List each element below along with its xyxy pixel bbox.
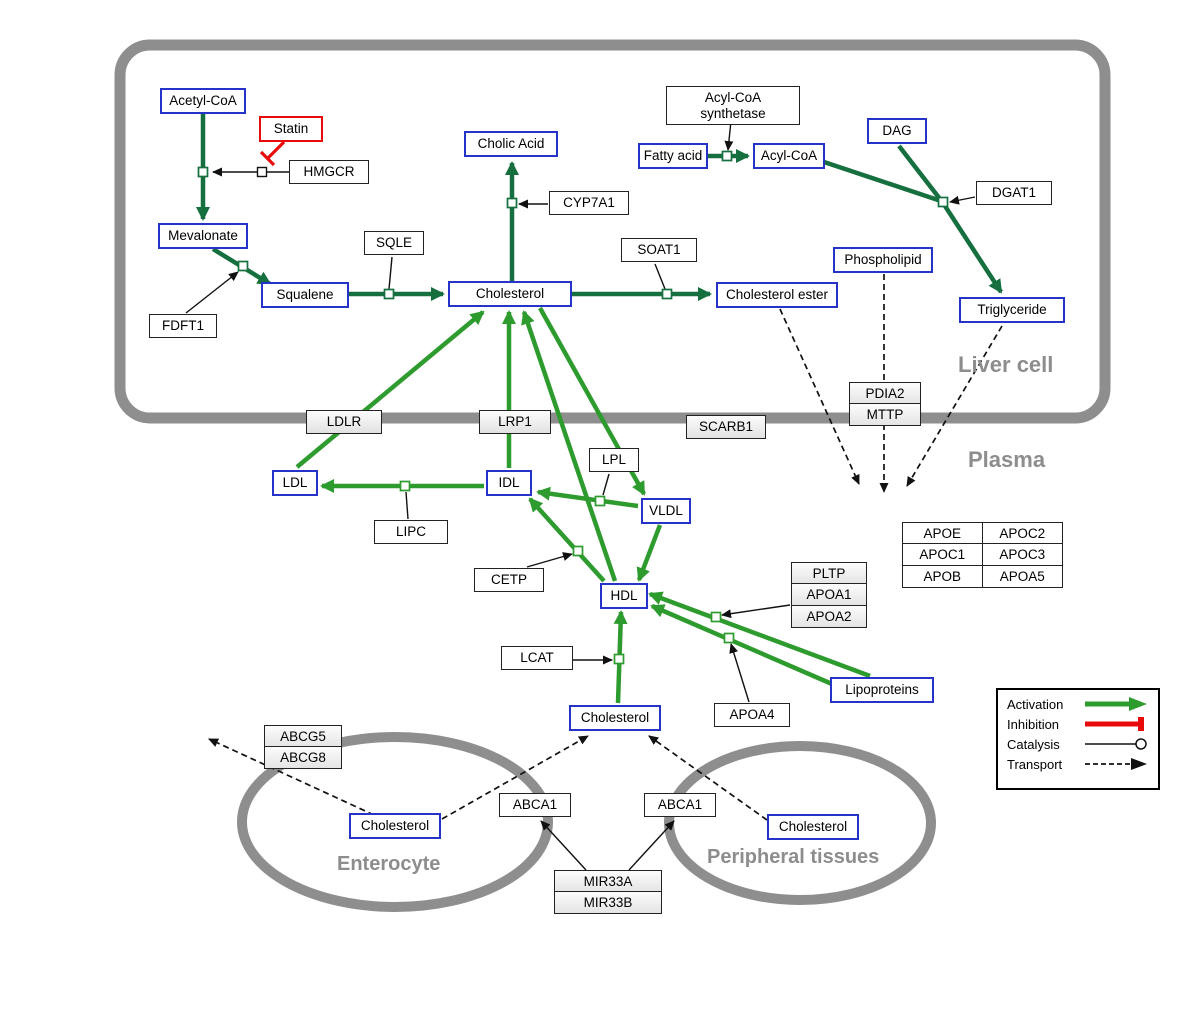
statin-inhibition-edge	[259, 140, 286, 167]
node-cholesterol-enterocyte[interactable]: Cholesterol	[349, 813, 441, 839]
node-acetyl-coa[interactable]: Acetyl-CoA	[160, 88, 246, 114]
node-vldl[interactable]: VLDL	[641, 498, 691, 524]
apo-cell-apoc3[interactable]: APOC3	[981, 543, 1063, 567]
legend-transport-row: Transport	[998, 754, 1158, 774]
node-fatty-acid[interactable]: Fatty acid	[638, 143, 708, 169]
catalysis-circle-icon	[1085, 738, 1147, 750]
enzyme-abca1-peripheral[interactable]: ABCA1	[644, 793, 716, 817]
enzyme-statin[interactable]: Statin	[259, 116, 323, 142]
enzyme-cetp[interactable]: CETP	[474, 568, 544, 592]
acyl-coa-synthetase-line2: synthetase	[700, 105, 766, 121]
enterocyte-label: Enterocyte	[337, 853, 441, 875]
node-idl[interactable]: IDL	[486, 470, 532, 496]
enzyme-lrp1[interactable]: LRP1	[479, 410, 551, 434]
node-ldl[interactable]: LDL	[272, 470, 318, 496]
enzyme-apoa4[interactable]: APOA4	[714, 703, 790, 727]
acyl-coa-synthetase-line1: Acyl-CoA	[704, 90, 762, 105]
enzyme-dgat1[interactable]: DGAT1	[976, 181, 1052, 205]
activation-arrow-icon	[1085, 697, 1147, 711]
enzyme-sqle[interactable]: SQLE	[364, 231, 424, 255]
enzyme-apoa2[interactable]: APOA2	[791, 604, 867, 628]
pdia2-mttp-group: PDIA2 MTTP	[849, 381, 921, 427]
catalysis-edges	[185, 120, 976, 871]
abcg-group: ABCG5 ABCG8	[264, 724, 342, 770]
mir33-group: MIR33A MIR33B	[554, 869, 662, 915]
node-triglyceride[interactable]: Triglyceride	[959, 297, 1065, 323]
node-lipoproteins[interactable]: Lipoproteins	[830, 677, 934, 703]
enzyme-mir33b[interactable]: MIR33B	[554, 891, 662, 915]
legend-catalysis-label: Catalysis	[1007, 736, 1060, 752]
transport-dashed-arrow-icon	[1085, 758, 1147, 770]
enzyme-ldlr[interactable]: LDLR	[306, 410, 382, 434]
legend-activation-label: Activation	[1007, 696, 1064, 712]
peripheral-tissues-label: Peripheral tissues	[707, 846, 880, 868]
apo-cell-apoa5[interactable]: APOA5	[981, 564, 1063, 588]
pltp-apoa-group: PLTP APOA1 APOA2	[791, 561, 867, 628]
apo-cell-apoe[interactable]: APOE	[901, 521, 983, 545]
node-squalene[interactable]: Squalene	[261, 282, 349, 308]
apo-cell-apoc2[interactable]: APOC2	[981, 521, 1063, 545]
enzyme-soat1[interactable]: SOAT1	[621, 238, 697, 262]
apo-cell-apob[interactable]: APOB	[901, 564, 983, 588]
liver-cell-label: Liver cell	[958, 352, 1054, 377]
enzyme-scarb1[interactable]: SCARB1	[686, 415, 766, 439]
enzyme-pdia2[interactable]: PDIA2	[849, 381, 921, 405]
dashed-transport-edges	[208, 274, 1003, 821]
legend-inhibition-label: Inhibition	[1007, 716, 1060, 732]
node-cholic-acid[interactable]: Cholic Acid	[464, 131, 558, 157]
enzyme-lcat[interactable]: LCAT	[501, 646, 573, 670]
enzyme-abca1-enterocyte[interactable]: ABCA1	[499, 793, 571, 817]
legend-box: Activation Inhibition Catalysis Transpor…	[996, 688, 1160, 790]
enzyme-fdft1[interactable]: FDFT1	[149, 314, 217, 338]
node-cholesterol-ester[interactable]: Cholesterol ester	[716, 282, 838, 308]
plasma-label: Plasma	[968, 447, 1046, 472]
enzyme-pltp[interactable]: PLTP	[791, 561, 867, 585]
legend-activation-row: Activation	[998, 694, 1158, 714]
node-cholesterol-liver[interactable]: Cholesterol	[448, 281, 572, 307]
enzyme-acyl-coa-synthetase[interactable]: Acyl-CoA synthetase	[666, 86, 800, 126]
node-cholesterol-peripheral[interactable]: Cholesterol	[767, 814, 859, 840]
enzyme-lipc[interactable]: LIPC	[374, 520, 448, 544]
enzyme-mir33a[interactable]: MIR33A	[554, 869, 662, 893]
reaction-anchors	[197, 150, 949, 665]
enzyme-apoa1[interactable]: APOA1	[791, 583, 867, 607]
enzyme-abcg8[interactable]: ABCG8	[264, 746, 342, 770]
node-acyl-coa[interactable]: Acyl-CoA	[753, 143, 825, 169]
plasma-transport-edges	[295, 306, 871, 704]
legend-catalysis-row: Catalysis	[998, 734, 1158, 754]
enzyme-abcg5[interactable]: ABCG5	[264, 724, 342, 748]
enzyme-hmgcr[interactable]: HMGCR	[289, 160, 369, 184]
enzyme-lpl[interactable]: LPL	[589, 448, 639, 472]
node-cholesterol-plasma[interactable]: Cholesterol	[569, 705, 661, 731]
liver-cell-compartment	[114, 39, 1111, 424]
legend-inhibition-row: Inhibition	[998, 714, 1158, 734]
node-dag[interactable]: DAG	[867, 118, 927, 144]
apo-cell-apoc1[interactable]: APOC1	[901, 543, 983, 567]
enzyme-cyp7a1[interactable]: CYP7A1	[549, 191, 629, 215]
node-hdl[interactable]: HDL	[600, 583, 648, 609]
node-phospholipid[interactable]: Phospholipid	[833, 247, 933, 273]
apolipoprotein-table: APOE APOC2 APOC1 APOC3 APOB APOA5	[901, 521, 1063, 588]
node-mevalonate[interactable]: Mevalonate	[158, 223, 248, 249]
inhibition-tbar-icon	[1085, 717, 1144, 731]
enzyme-mttp[interactable]: MTTP	[849, 403, 921, 427]
legend-transport-label: Transport	[1007, 756, 1063, 772]
